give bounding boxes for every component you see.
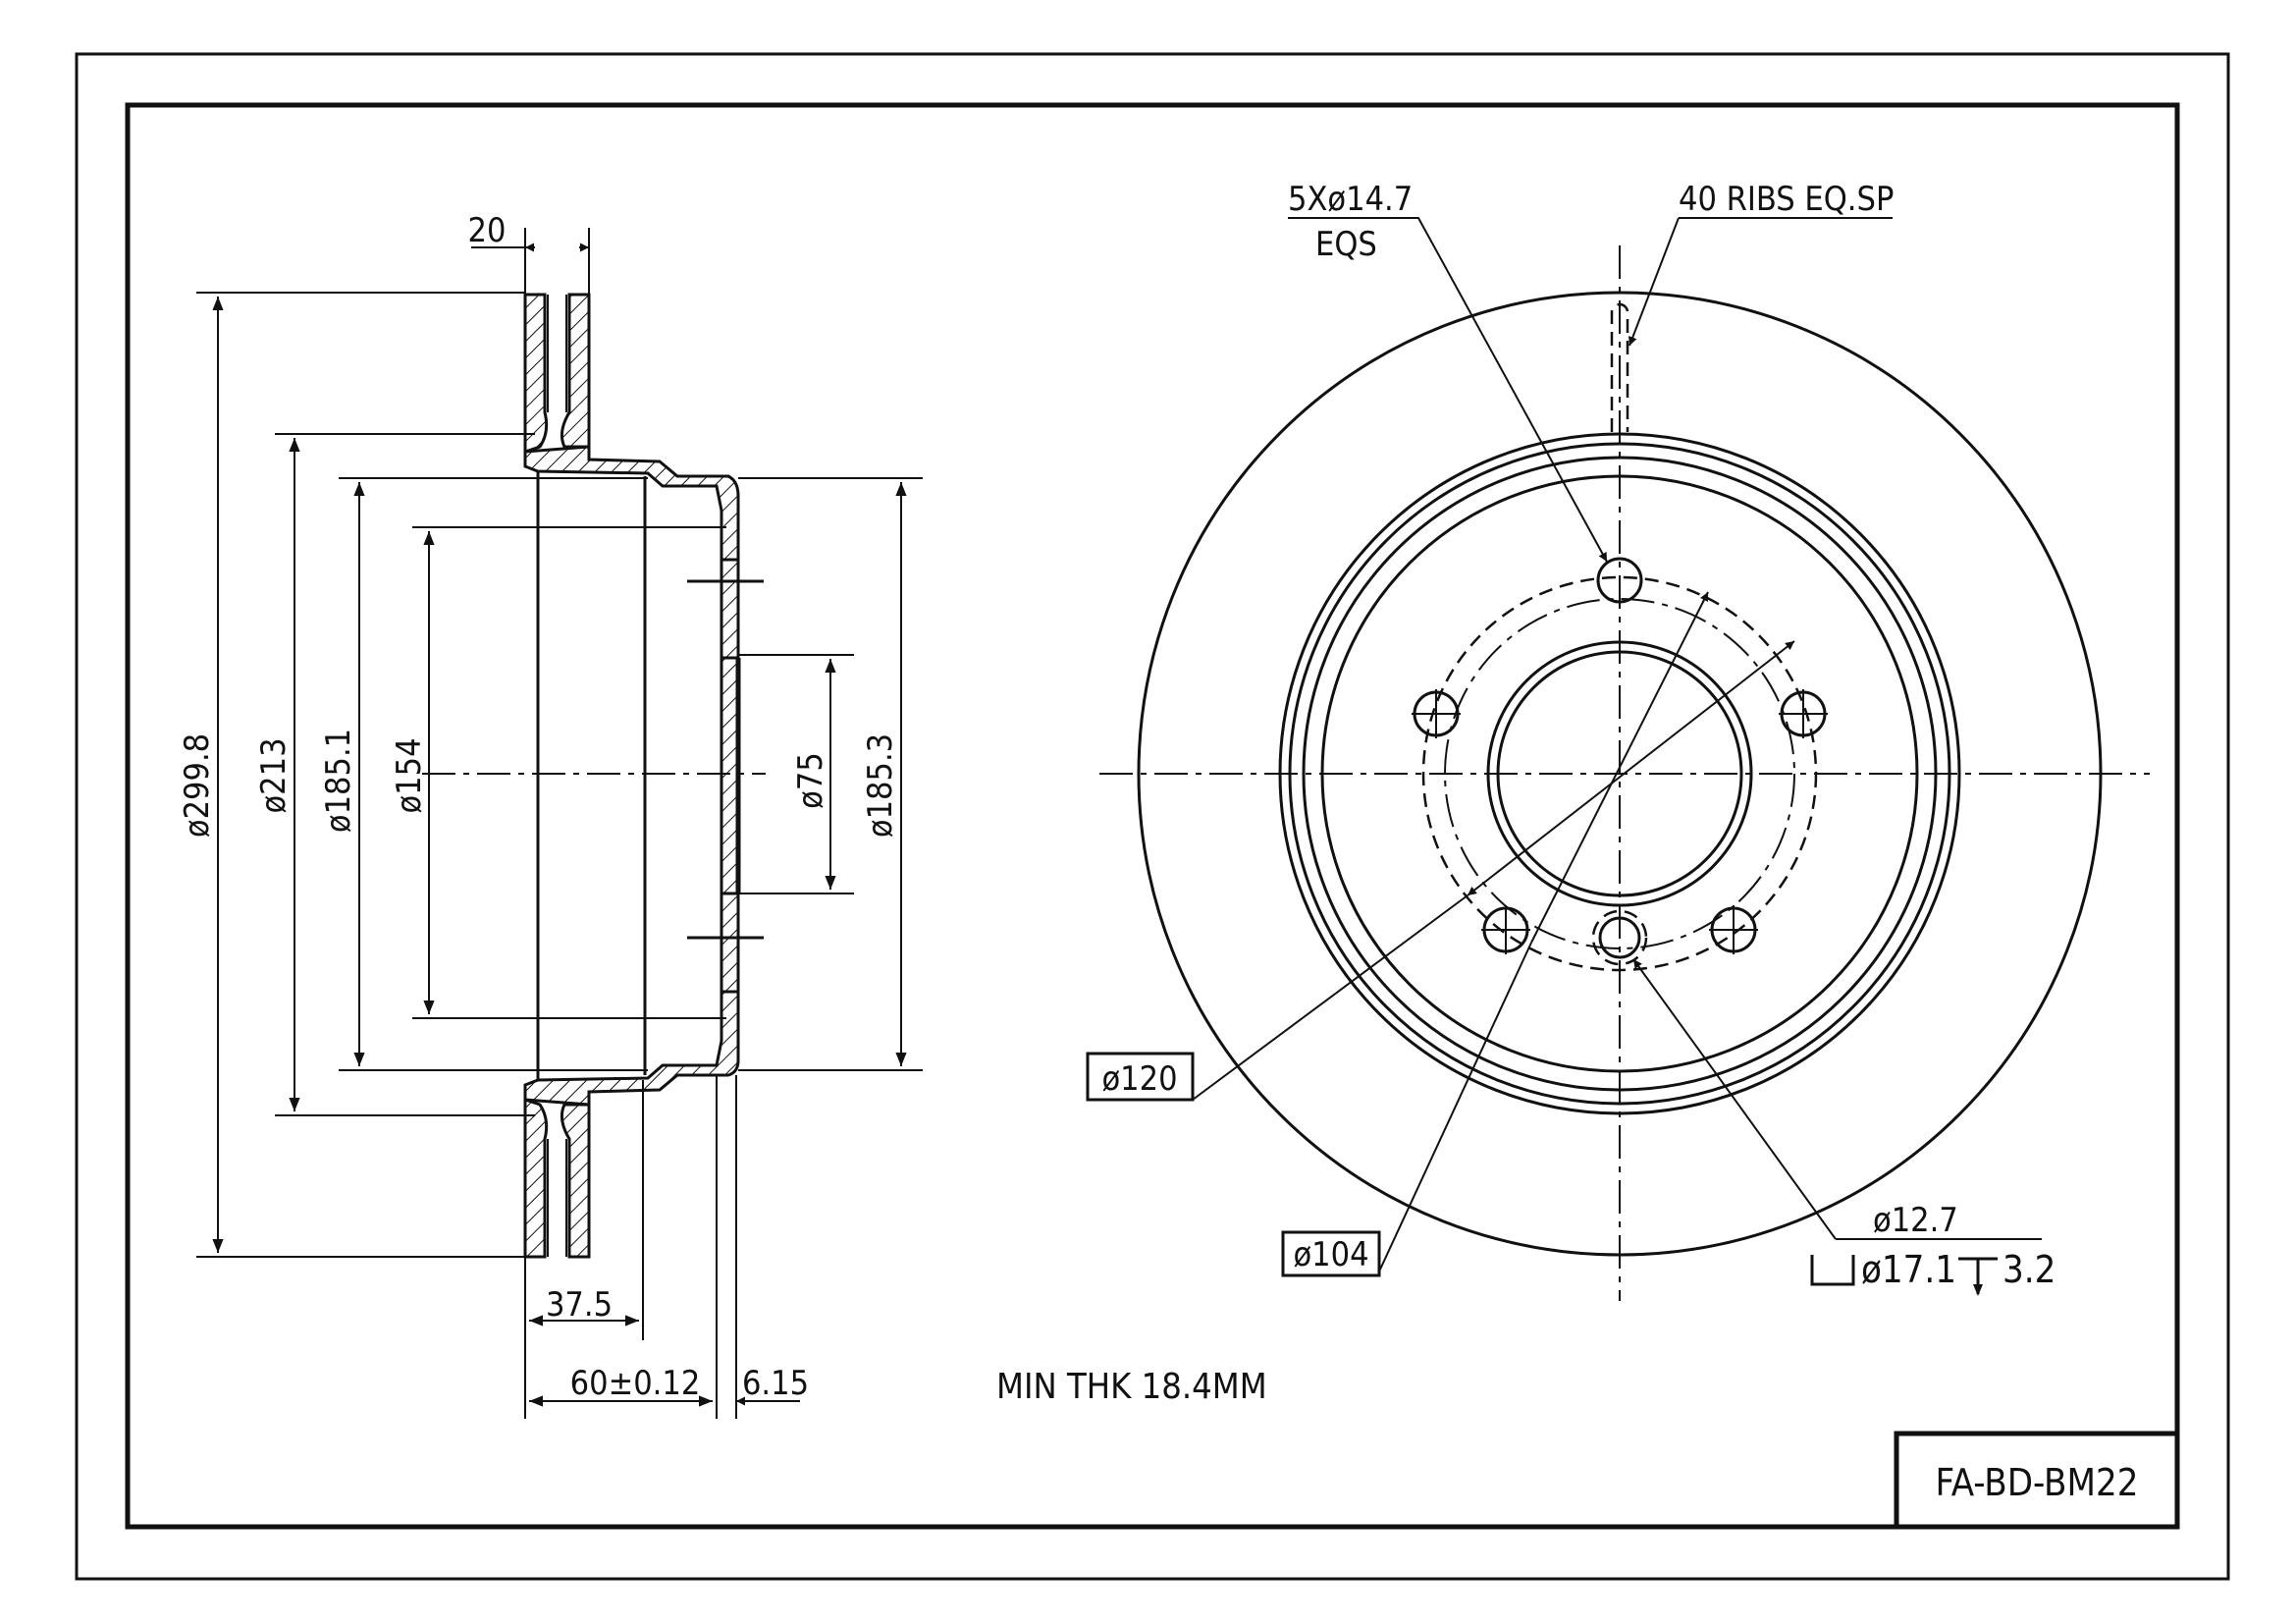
leader-ribs xyxy=(1629,217,1893,346)
leader-counterbore xyxy=(1633,959,2042,1240)
diameter-dimensions: ø299.8 ø213 ø185.1 ø154 ø75 ø1 xyxy=(178,292,923,1258)
leader-104 xyxy=(1378,942,1532,1272)
drawing-frame: FA-BD-BM22 MIN THK 18.4MM xyxy=(75,52,2230,1581)
inner-cheek-top xyxy=(523,293,549,455)
hat-outer-edge xyxy=(1320,474,1919,1073)
dim-outer-diameter: ø299.8 xyxy=(178,733,217,838)
part-number: FA-BD-BM22 xyxy=(1936,1461,2139,1504)
dim-185-3: ø185.3 xyxy=(861,733,900,838)
leader-120 xyxy=(1192,894,1468,1101)
callout-bolt-holes: 5Xø14.7 xyxy=(1288,180,1413,219)
counterbore-symbol xyxy=(1810,1255,1855,1286)
outer-border xyxy=(75,52,2230,1581)
leader-bolt-holes xyxy=(1288,217,1608,563)
callout-hole-12-7: ø12.7 xyxy=(1873,1201,1958,1240)
counterbore-hidden xyxy=(1591,909,1648,966)
axial-dimensions: 20 37.5 60±0.12 6.15 xyxy=(468,211,809,1419)
outer-edge xyxy=(1137,291,2103,1257)
callout-ribs: 40 RIBS EQ.SP xyxy=(1679,180,1894,219)
dim-154: ø154 xyxy=(390,737,429,813)
bolt-circle xyxy=(1444,598,1795,949)
min-thickness-note: MIN THK 18.4MM xyxy=(996,1367,1267,1407)
dia-line-120 xyxy=(1467,640,1795,896)
box-104 xyxy=(1281,1230,1381,1277)
title-block xyxy=(1894,1431,2180,1530)
bottom-friction-ring xyxy=(523,1097,591,1259)
dim-75: ø75 xyxy=(791,752,830,809)
box-120 xyxy=(1086,1052,1195,1102)
callout-cbore-17-1: ø17.1 xyxy=(1861,1248,1956,1291)
hub-hidden-diameter xyxy=(1421,575,1818,972)
inner-border xyxy=(125,102,2180,1530)
hat-section xyxy=(523,445,740,1107)
friction-inner-edge xyxy=(1278,432,1961,1115)
callout-bolt-holes-eqs: EQS xyxy=(1315,225,1377,264)
dim-offset-37-5: 37.5 xyxy=(546,1285,613,1325)
inner-cheek-bottom xyxy=(523,1097,549,1259)
bolt-hole xyxy=(1596,557,1643,604)
dia-line-104 xyxy=(1530,591,1709,944)
callout-d120: ø120 xyxy=(1101,1059,1177,1099)
dim-height-60: 60±0.12 xyxy=(570,1364,701,1403)
hub-step-bottom xyxy=(721,892,740,994)
dim-flange-6-15: 6.15 xyxy=(742,1364,809,1403)
front-view: 5Xø14.7 EQS 40 RIBS EQ.SP ø120 ø104 ø12.… xyxy=(1086,180,2150,1301)
callout-depth-3-2: 3.2 xyxy=(2002,1248,2056,1291)
hub-step-top xyxy=(721,558,740,660)
dim-213: ø213 xyxy=(254,737,294,813)
top-friction-ring xyxy=(523,293,591,455)
leaders xyxy=(1192,217,2042,1272)
callout-d104: ø104 xyxy=(1293,1235,1368,1274)
side-section-view: ø299.8 ø213 ø185.1 ø154 ø75 ø1 xyxy=(178,211,923,1419)
dim-185-1: ø185.1 xyxy=(319,729,358,833)
rib-slot xyxy=(1610,302,1629,432)
dim-thickness-20: 20 xyxy=(468,211,507,250)
counterbore-hole xyxy=(1598,916,1641,959)
